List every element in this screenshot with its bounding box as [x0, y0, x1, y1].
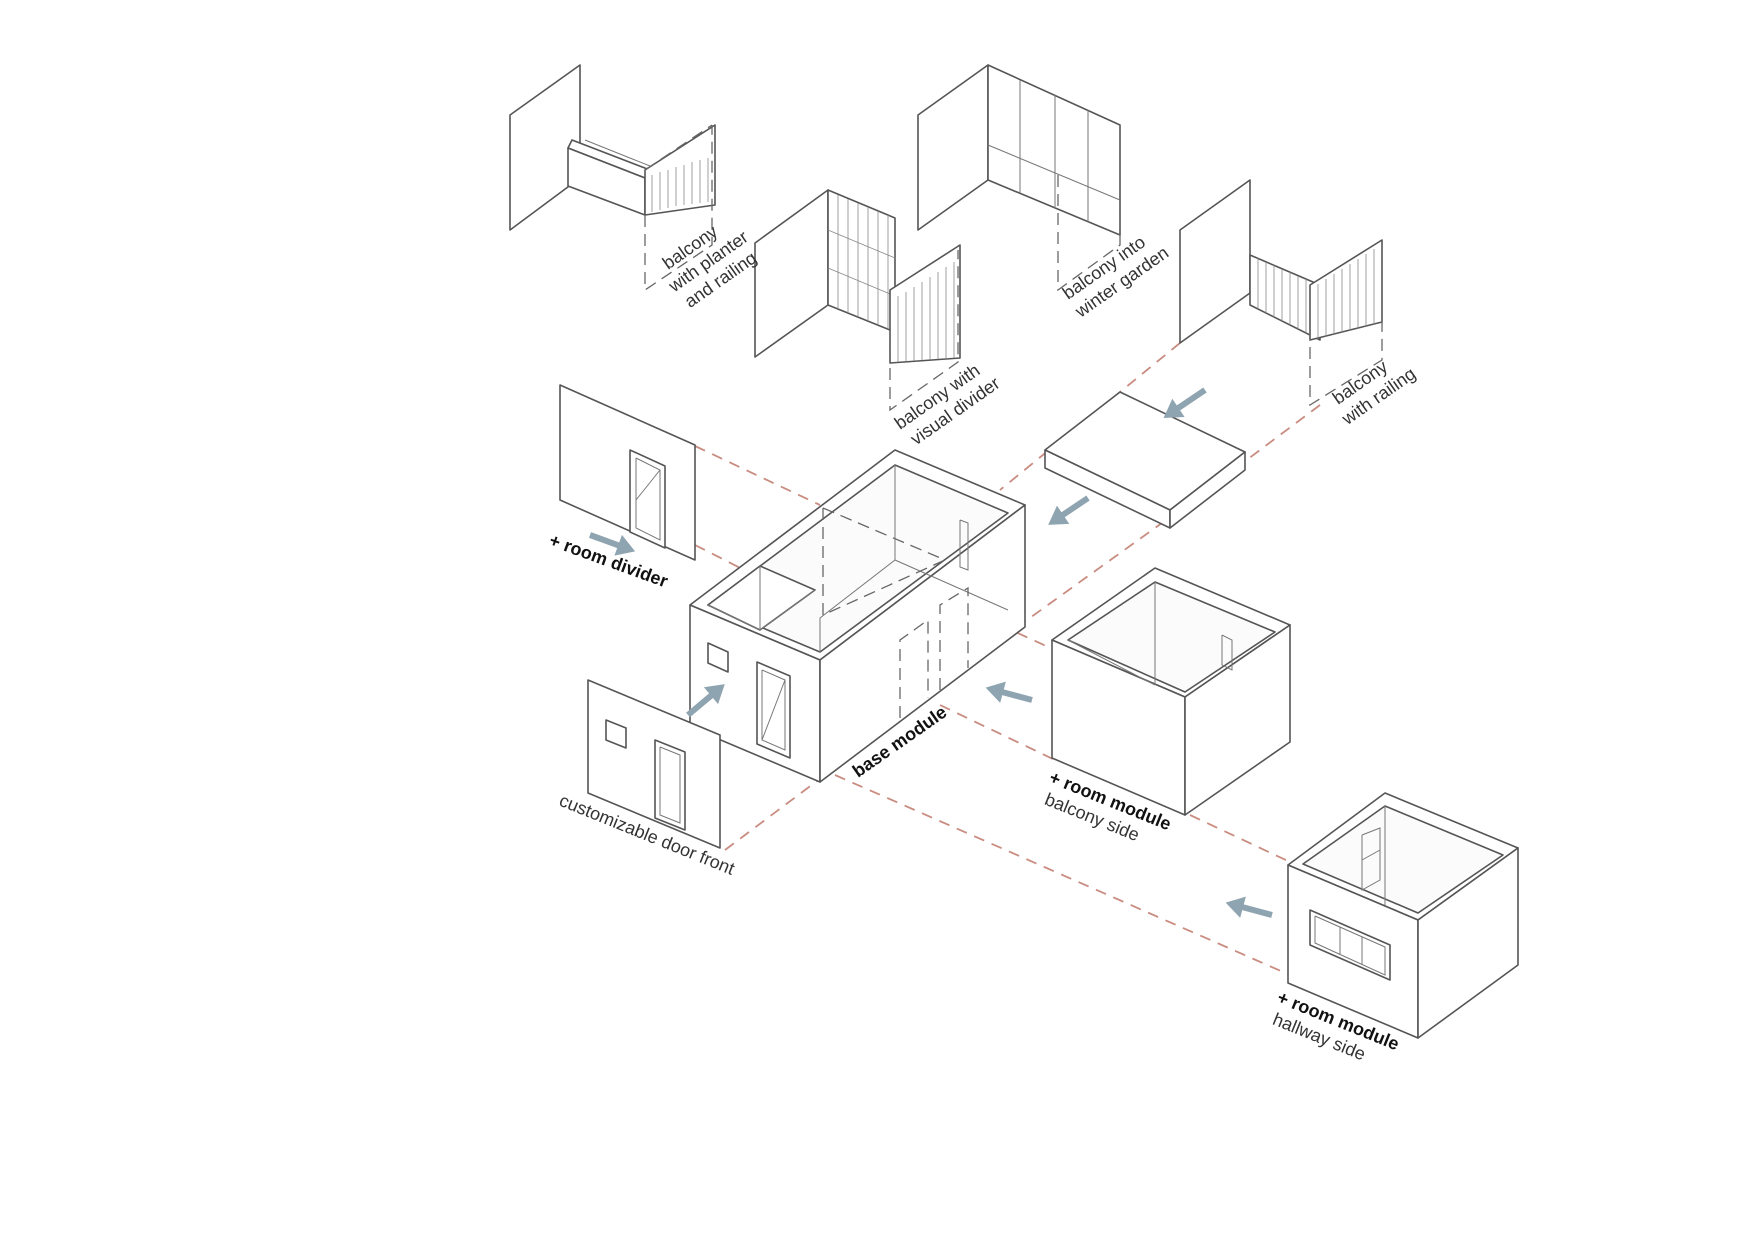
door-front-wall	[587, 679, 721, 849]
balcony-railing	[1179, 179, 1383, 407]
room-divider-wall	[559, 384, 696, 561]
arrow-icon	[588, 387, 1273, 918]
room-module-hallway	[1287, 792, 1519, 1039]
base-module	[689, 449, 1026, 783]
balcony-planter-railing	[509, 64, 716, 292]
balcony-winter-garden	[917, 64, 1121, 292]
room-module-balcony	[1051, 567, 1291, 816]
balcony-slab	[1044, 391, 1246, 529]
balcony-visual-divider	[754, 189, 961, 412]
